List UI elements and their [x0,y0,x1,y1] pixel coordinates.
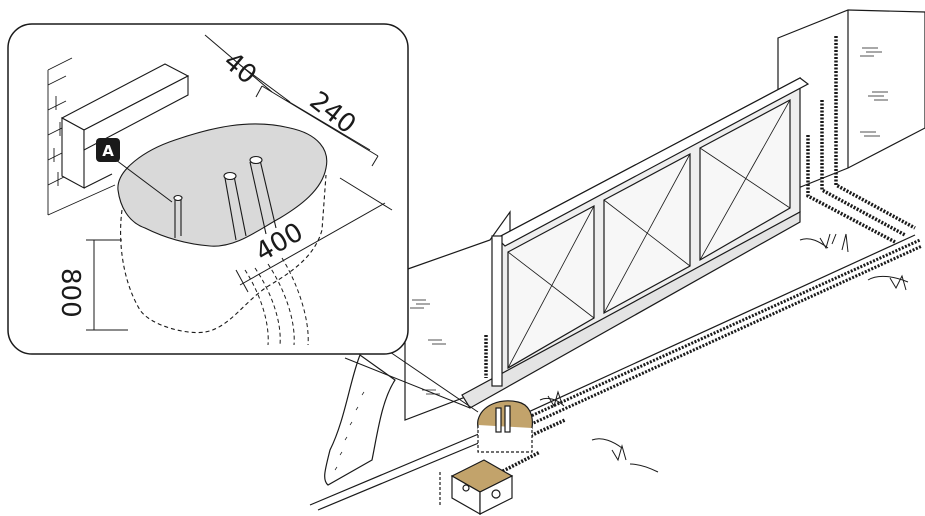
label-a-badge: A [96,138,120,162]
grass [539,233,909,473]
sliding-gate [461,77,810,409]
junction-box [439,459,514,516]
dim-foundation-depth [86,239,128,331]
scene [309,9,925,516]
callout-conduits [173,155,277,241]
label-a-leader [115,159,173,203]
callout-excavation [120,174,327,334]
dim-wall-offset [204,34,291,103]
callout-pillar [60,63,190,189]
callout-wall [47,57,116,216]
dim-base-width [235,177,393,293]
callout-conduit-paths [244,257,309,346]
foundation-pad [477,400,533,453]
detail-callout: 40 240 400 800 A [7,23,409,355]
dim-base-depth [255,85,379,167]
dim-foundation-depth-label: 800 [55,268,85,318]
ground-lines [309,234,923,511]
label-a-text: A [102,142,114,160]
callout-pointer [344,351,479,413]
callout-concrete-top [117,123,328,247]
